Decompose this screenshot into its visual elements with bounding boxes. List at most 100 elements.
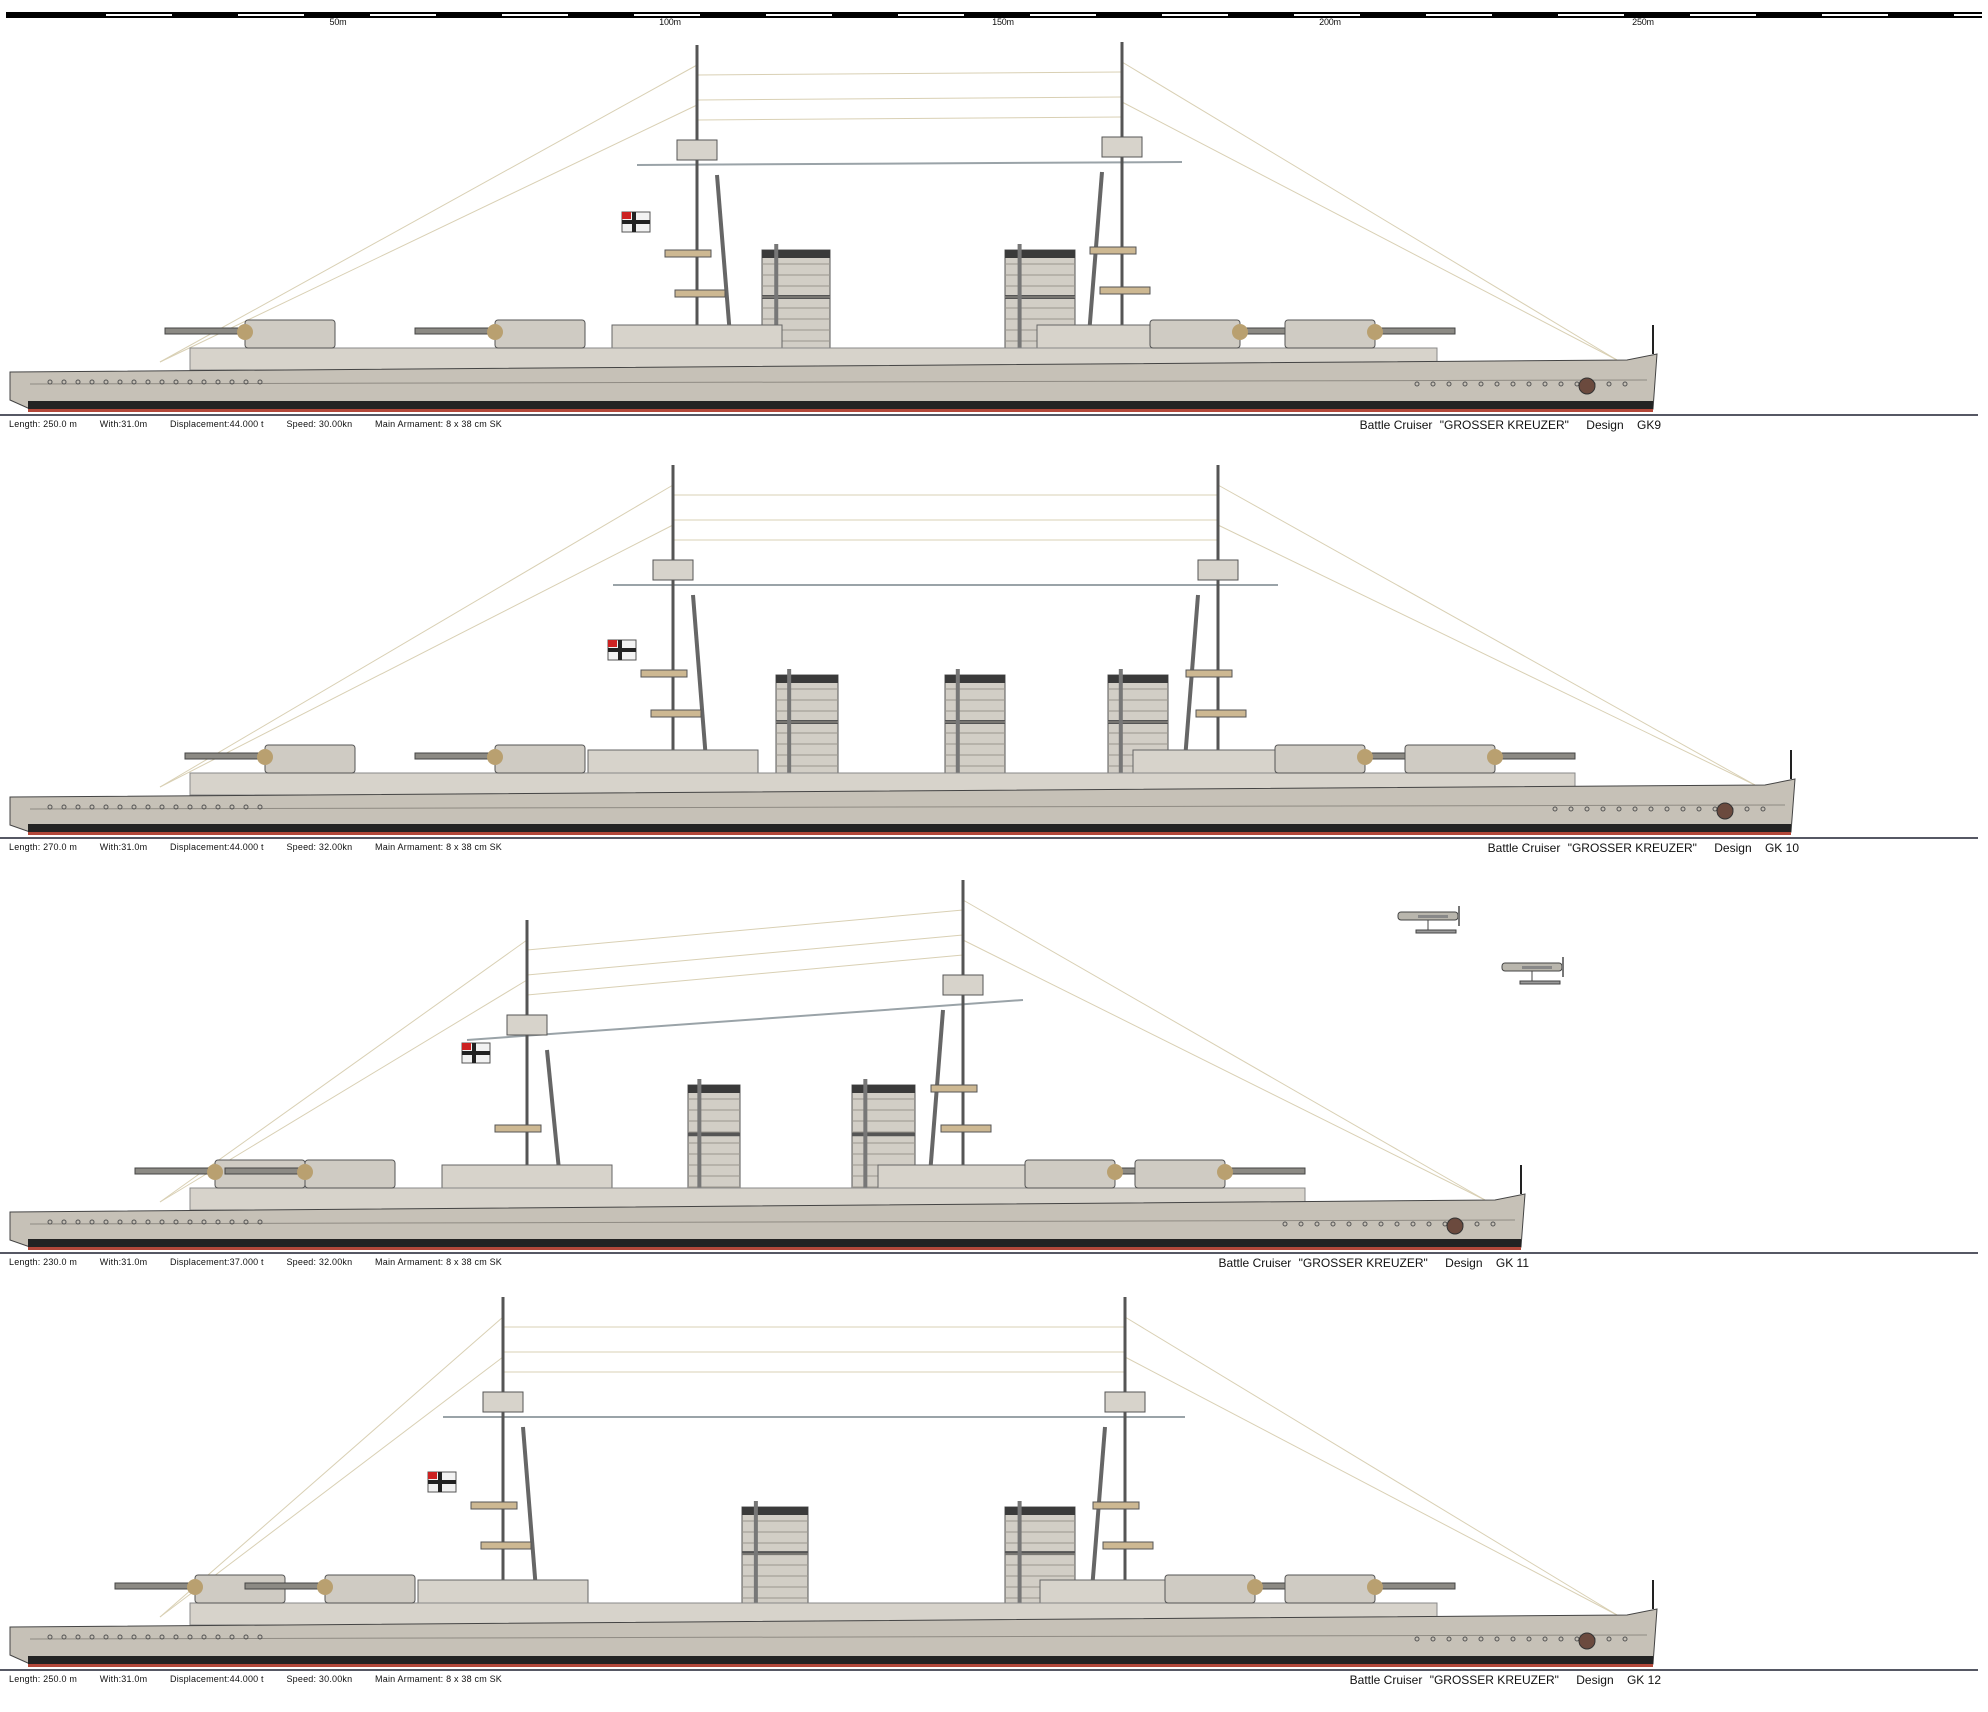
porthole xyxy=(131,1219,137,1225)
mast-platform xyxy=(494,1124,542,1133)
porthole xyxy=(1362,1221,1368,1227)
spec-armament: Main Armament: 8 x 38 cm SK xyxy=(375,1257,502,1267)
gun-mantlet xyxy=(207,1164,223,1180)
boot-topping xyxy=(28,1239,1521,1247)
porthole xyxy=(243,379,249,385)
rigging-wire xyxy=(526,954,964,996)
gun-barrel xyxy=(1374,327,1456,335)
scale-segment xyxy=(1426,14,1492,16)
porthole xyxy=(1426,1221,1432,1227)
spec-speed: Speed: 30.00kn xyxy=(286,419,353,429)
porthole xyxy=(1298,1221,1304,1227)
seaplane-float xyxy=(1519,980,1561,985)
scale-segment xyxy=(766,14,832,16)
porthole xyxy=(1478,381,1484,387)
caption-design-label: Design xyxy=(1586,418,1624,432)
scale-segment xyxy=(370,14,436,16)
porthole xyxy=(131,804,137,810)
porthole xyxy=(187,804,193,810)
funnel-band xyxy=(852,1132,915,1137)
porthole xyxy=(117,379,123,385)
flag-cross-v xyxy=(472,1043,476,1063)
mast-platform xyxy=(1089,246,1137,255)
porthole xyxy=(215,804,221,810)
spec-armament: Main Armament: 8 x 38 cm SK xyxy=(375,842,502,852)
gun-barrel xyxy=(184,752,266,760)
ship-caption: Battle Cruiser "GROSSER KREUZER" Design … xyxy=(1360,418,1661,432)
seaplane-wing xyxy=(1522,966,1552,969)
scale-tick-label: 150m xyxy=(992,17,1014,27)
porthole xyxy=(229,1634,235,1640)
steam-pipe xyxy=(1017,1501,1022,1605)
spec-displacement: Displacement:37.000 t xyxy=(170,1257,264,1267)
porthole xyxy=(173,804,179,810)
mast xyxy=(640,465,710,786)
rigging-wire xyxy=(1124,1356,1618,1616)
spec-armament: Main Armament: 8 x 38 cm SK xyxy=(375,419,502,429)
porthole xyxy=(1490,1221,1496,1227)
porthole xyxy=(173,1634,179,1640)
porthole xyxy=(1542,1636,1548,1642)
ship-profile-drawing xyxy=(0,880,1978,1254)
spotting-top xyxy=(506,1014,548,1036)
porthole xyxy=(103,379,109,385)
caption-design-code: GK 12 xyxy=(1626,1673,1661,1687)
porthole xyxy=(201,804,207,810)
spotting-top xyxy=(1104,1391,1146,1413)
spec-length: Length: 250.0 m xyxy=(9,1674,78,1684)
scale-segment xyxy=(1294,14,1360,16)
mast xyxy=(926,880,992,1201)
ship-caption: Battle Cruiser "GROSSER KREUZER" Design … xyxy=(1488,841,1799,855)
porthole xyxy=(1568,806,1574,812)
gun-mantlet xyxy=(1232,324,1248,340)
rigging-wire xyxy=(159,1356,504,1618)
gun-mantlet xyxy=(487,324,503,340)
main-gun-turret xyxy=(1284,319,1456,349)
mast-platform xyxy=(1195,709,1247,718)
scale-segment xyxy=(238,14,304,16)
porthole xyxy=(201,379,207,385)
anchor-icon xyxy=(1578,1632,1596,1650)
porthole xyxy=(1526,381,1532,387)
rigging-wire xyxy=(696,116,1123,121)
mast-platform xyxy=(480,1541,532,1550)
anchor-icon xyxy=(1716,802,1734,820)
porthole xyxy=(257,804,263,810)
funnel-cap xyxy=(742,1507,808,1515)
ship-profile-drawing xyxy=(0,1297,1978,1671)
funnel-cap xyxy=(762,250,830,258)
porthole xyxy=(215,1219,221,1225)
red-waterline-stripe xyxy=(28,409,1653,412)
porthole xyxy=(103,1219,109,1225)
seaplane-icon xyxy=(1397,906,1460,934)
gun-barrel xyxy=(244,1582,326,1590)
red-waterline-stripe xyxy=(28,1664,1653,1667)
ship-profile-drawing xyxy=(0,465,1978,839)
porthole xyxy=(1622,381,1628,387)
flag-canton xyxy=(462,1043,471,1050)
ship-plate-gk9: Length: 250.0 m With:31.0m Displacement:… xyxy=(0,40,1988,460)
rigging-wire xyxy=(1217,524,1756,786)
gun-barrel xyxy=(1224,1167,1306,1175)
mast xyxy=(470,1297,540,1616)
spec-width: With:31.0m xyxy=(99,1257,148,1267)
porthole xyxy=(1680,806,1686,812)
main-gun-turret xyxy=(1149,319,1321,349)
funnel-band xyxy=(742,1551,808,1556)
rigging-wire xyxy=(159,939,528,1203)
spotting-top xyxy=(482,1391,524,1413)
funnel-cap xyxy=(852,1085,915,1093)
gun-barrel xyxy=(414,327,496,335)
funnel-band xyxy=(1005,1551,1075,1556)
funnel-body xyxy=(944,674,1006,776)
porthole xyxy=(1760,806,1766,812)
gun-mantlet xyxy=(317,1579,333,1595)
porthole xyxy=(47,1634,53,1640)
ship-specs: Length: 230.0 m With:31.0m Displacement:… xyxy=(9,1257,522,1267)
gun-barrel xyxy=(134,1167,216,1175)
porthole xyxy=(89,1634,95,1640)
funnel-body xyxy=(775,674,839,776)
porthole xyxy=(47,804,53,810)
gun-mantlet xyxy=(187,1579,203,1595)
